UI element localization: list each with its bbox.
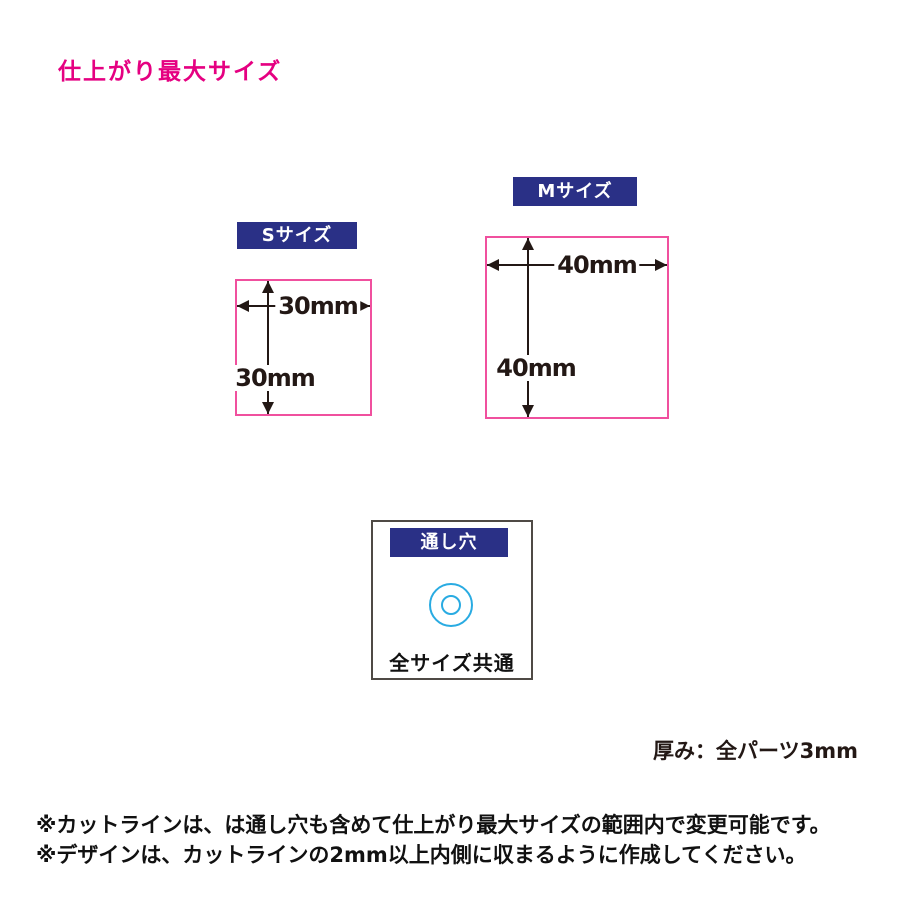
s-height-value: 30mm — [232, 365, 318, 391]
s-size-label: Sサイズ — [237, 222, 357, 249]
through-hole-icon — [429, 583, 473, 627]
note-line-2: ※デザインは、カットラインの2mm以上内側に収まるように作成してください。 — [36, 843, 807, 867]
through-hole-inner-ring-icon — [441, 595, 461, 615]
s-size-box: 30mm 30mm — [232, 279, 372, 416]
m-size-box: 40mm 40mm — [485, 236, 669, 419]
through-hole-box: 通し穴 全サイズ共通 — [371, 520, 533, 680]
m-size-label: Mサイズ — [513, 177, 637, 206]
thickness-note: 厚み：全パーツ3mm — [653, 739, 858, 763]
through-hole-caption: 全サイズ共通 — [389, 651, 515, 675]
s-width-value: 30mm — [275, 293, 361, 319]
m-width-value: 40mm — [554, 252, 640, 278]
m-height-arrow-icon — [522, 238, 534, 417]
footer-notes: ※カットラインは、は通し穴も含めて仕上がり最大サイズの範囲内で変更可能です。 ※… — [36, 810, 831, 870]
note-line-1: ※カットラインは、は通し穴も含めて仕上がり最大サイズの範囲内で変更可能です。 — [36, 813, 831, 837]
page-title: 仕上がり最大サイズ — [58, 59, 283, 85]
s-height-arrow-icon — [262, 281, 274, 414]
m-height-value: 40mm — [493, 355, 579, 381]
through-hole-label: 通し穴 — [390, 528, 508, 557]
